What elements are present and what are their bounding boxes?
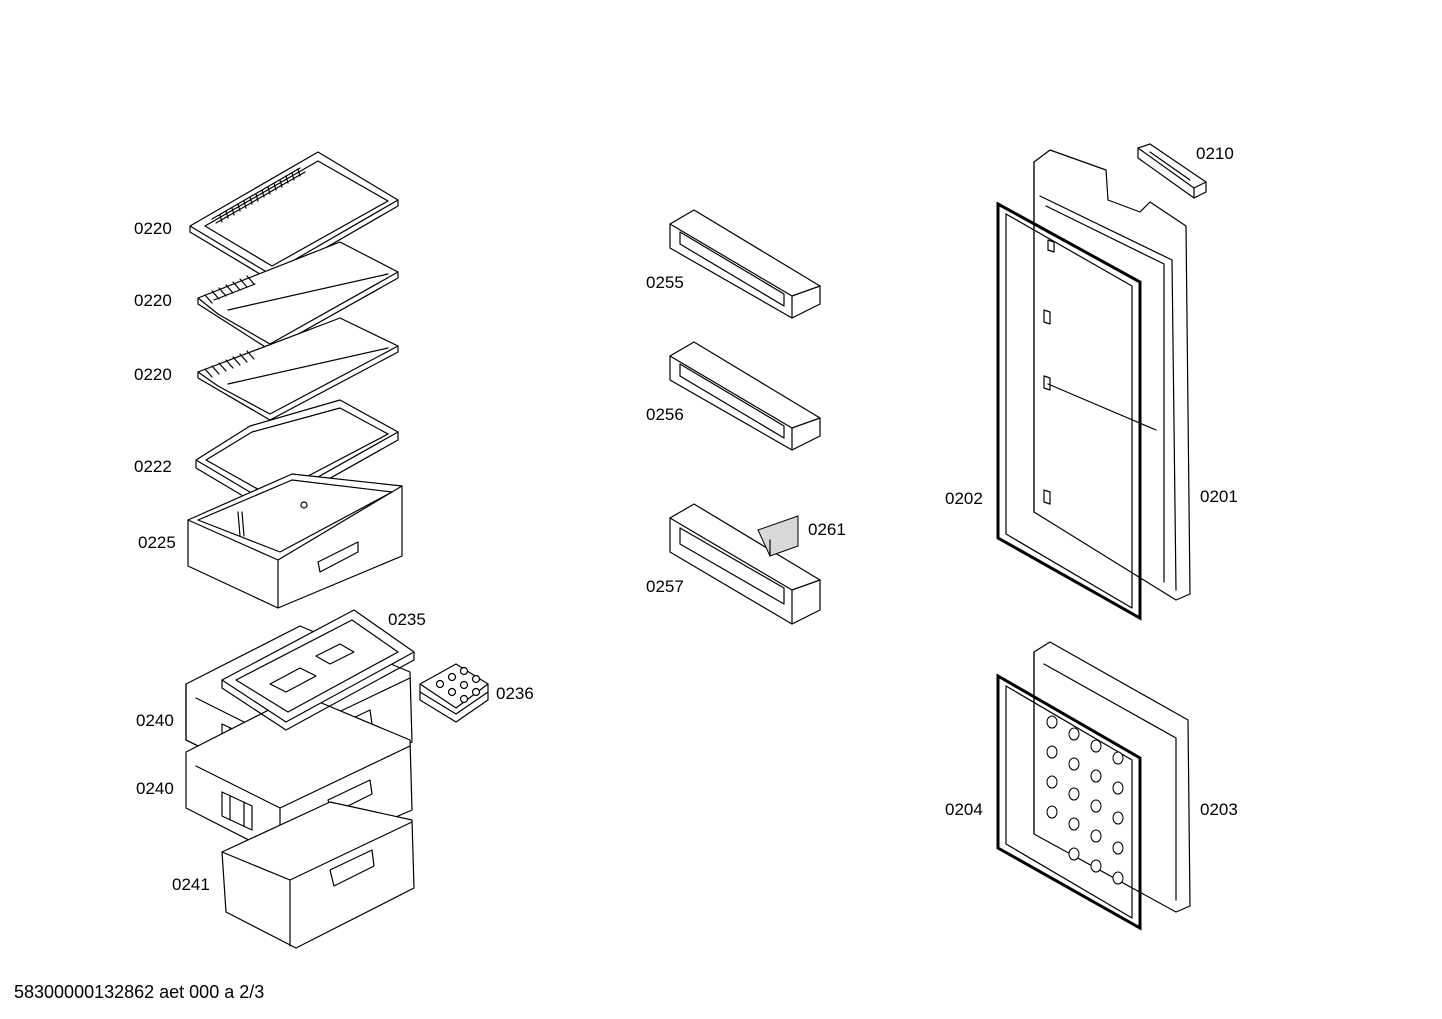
divider-drawing	[757, 515, 799, 557]
glass-shelf-drawing-1	[189, 151, 399, 281]
fridge-door-drawing	[1033, 149, 1191, 601]
part-label-drawer-2: 0240	[136, 779, 174, 798]
part-label-divider: 0261	[808, 520, 846, 539]
document-code: 58300000132862 aet 000 a 2/3	[14, 982, 265, 1002]
door-shelf-drawing-1	[669, 209, 821, 319]
part-label-shelf-2: 0220	[134, 291, 172, 310]
handle-drawing	[1137, 143, 1207, 199]
part-label-shelf-3: 0220	[134, 365, 172, 384]
fridge-gasket-drawing	[996, 201, 1142, 621]
part-label-shelf-1: 0220	[134, 219, 172, 238]
drawer-lid-drawing	[221, 609, 415, 731]
door-shelf-drawing-3	[669, 503, 821, 625]
part-label-freezer-gasket: 0204	[945, 800, 983, 819]
part-label-door-shelf-2: 0256	[646, 405, 684, 424]
part-label-drawer-lid: 0235	[388, 610, 426, 629]
freezer-gasket-drawing	[996, 673, 1142, 931]
door-shelf-drawing-2	[669, 341, 821, 451]
part-label-fridge-gasket: 0202	[945, 489, 983, 508]
part-label-fridge-door: 0201	[1200, 487, 1238, 506]
part-label-drawer-3: 0241	[172, 875, 210, 894]
glass-shelf-drawing-3	[197, 317, 399, 421]
part-label-egg-tray: 0236	[496, 684, 534, 703]
freezer-door-dimples	[1046, 715, 1124, 885]
drawer-drawing-3	[221, 801, 415, 949]
part-label-door-shelf-3: 0257	[646, 577, 684, 596]
part-label-shelf-4: 0222	[134, 457, 172, 476]
part-label-freezer-door: 0203	[1200, 800, 1238, 819]
chiller-box-drawing	[187, 473, 403, 609]
part-label-handle: 0210	[1196, 144, 1234, 163]
part-label-drawer-1: 0240	[136, 711, 174, 730]
part-label-door-shelf-1: 0255	[646, 273, 684, 292]
egg-tray-drawing	[419, 663, 489, 723]
freezer-door-drawing	[1033, 641, 1191, 913]
part-label-chiller-box: 0225	[138, 533, 176, 552]
